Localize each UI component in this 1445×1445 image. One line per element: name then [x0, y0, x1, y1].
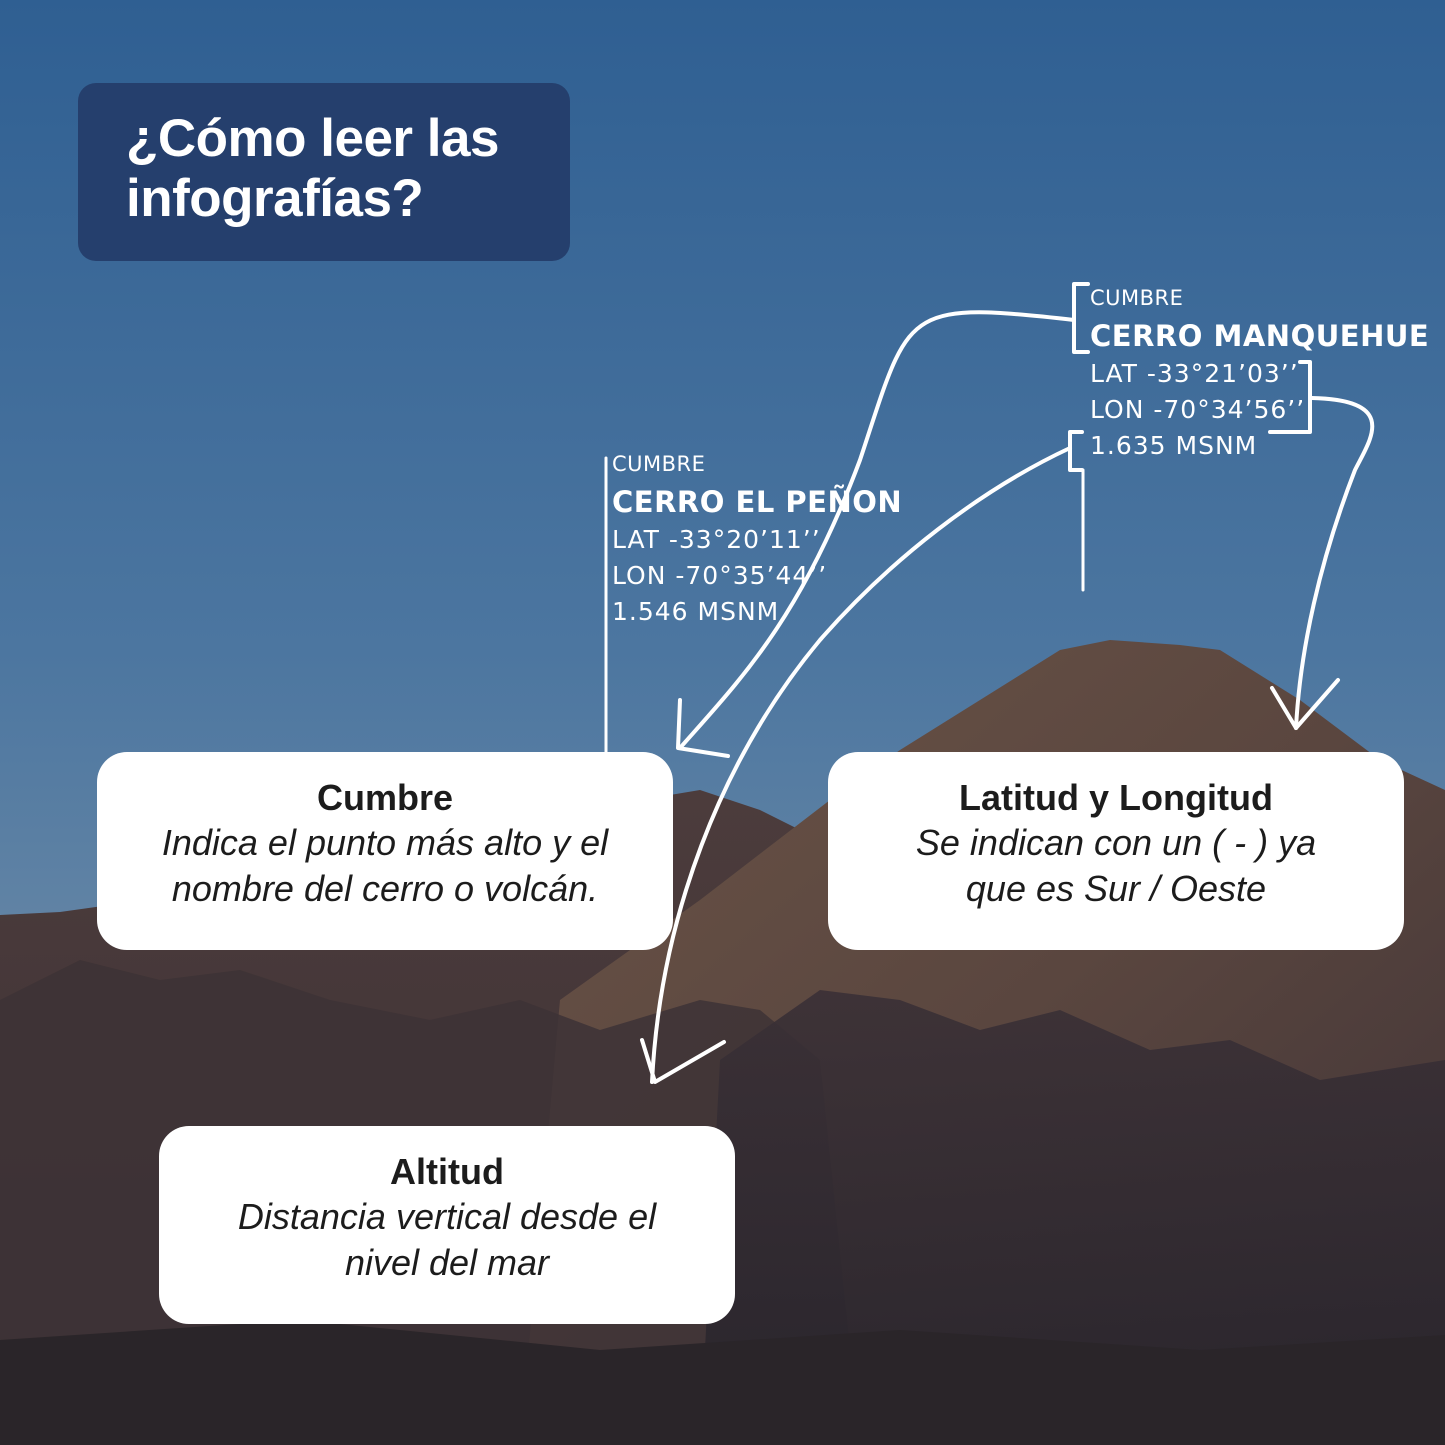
card-altitud-heading: Altitud	[390, 1151, 504, 1192]
label-cerro-el-penon: CUMBRE CERRO EL PEÑON LAT -33°20’11’’ LO…	[612, 452, 902, 630]
card-latlon-desc-line-1: Se indican con un ( - ) ya	[915, 822, 1317, 863]
label-longitude: LON -70°35’44’’	[612, 561, 828, 590]
label-peak-name: CERRO EL PEÑON	[612, 485, 903, 519]
page-title-line-2: infografías?	[126, 169, 424, 228]
label-altitude: 1.635 MSNM	[1090, 431, 1258, 460]
label-latitude: LAT -33°21’03’’	[1090, 359, 1299, 388]
card-altitud: Altitud Distancia vertical desde el nive…	[159, 1126, 735, 1324]
card-latlon-desc-line-2: que es Sur / Oeste	[965, 868, 1267, 909]
label-peak-name: CERRO MANQUEHUE	[1090, 319, 1430, 353]
card-altitud-desc-line-2: nivel del mar	[344, 1242, 550, 1283]
page-title-box: ¿Cómo leer las infografías?	[78, 83, 570, 261]
label-longitude: LON -70°34’56’’	[1090, 395, 1306, 424]
card-cumbre: Cumbre Indica el punto más alto y el nom…	[97, 752, 673, 950]
label-latitude: LAT -33°20’11’’	[612, 525, 821, 554]
card-cumbre-desc-line-2: nombre del cerro o volcán.	[171, 868, 599, 909]
card-altitud-desc-line-1: Distancia vertical desde el	[237, 1196, 657, 1237]
card-latlon-heading: Latitud y Longitud	[959, 777, 1273, 818]
label-category: CUMBRE	[1090, 286, 1184, 310]
label-cerro-manquehue: CUMBRE CERRO MANQUEHUE LAT -33°21’03’’ L…	[1090, 286, 1429, 464]
valley-floor	[0, 1320, 1445, 1445]
page-title-line-1: ¿Cómo leer las	[126, 109, 499, 168]
card-latitud-longitud: Latitud y Longitud Se indican con un ( -…	[828, 752, 1404, 950]
label-altitude: 1.546 MSNM	[612, 597, 780, 626]
annotation-arrows	[604, 282, 1375, 1084]
label-category: CUMBRE	[612, 452, 706, 476]
card-cumbre-desc-line-1: Indica el punto más alto y el	[161, 822, 609, 863]
card-cumbre-heading: Cumbre	[316, 777, 454, 818]
